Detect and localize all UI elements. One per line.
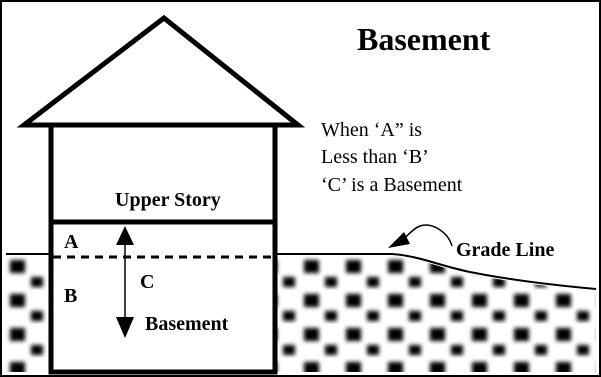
caption-line-1: When ‘A” is: [321, 119, 422, 141]
c-arrow-head-down: [116, 317, 134, 338]
diagram-title: Basement: [357, 21, 491, 57]
grade-pointer-curve: [401, 224, 453, 247]
upper-story-box: [48, 122, 278, 225]
label-a: A: [64, 231, 79, 253]
caption-line-2: Less than ‘B’: [321, 146, 429, 168]
basement-box: [48, 219, 278, 375]
label-c: C: [140, 271, 154, 293]
grade-pointer-arrowhead: [388, 232, 410, 248]
c-arrow-head-up: [116, 226, 134, 245]
grade-line-label: Grade Line: [456, 239, 554, 261]
caption-line-3: ‘C’ is a Basement: [321, 174, 463, 196]
upper-story-label: Upper Story: [115, 189, 221, 211]
grade-line: [6, 253, 597, 290]
label-b: B: [64, 285, 77, 307]
basement-label: Basement: [145, 313, 229, 335]
